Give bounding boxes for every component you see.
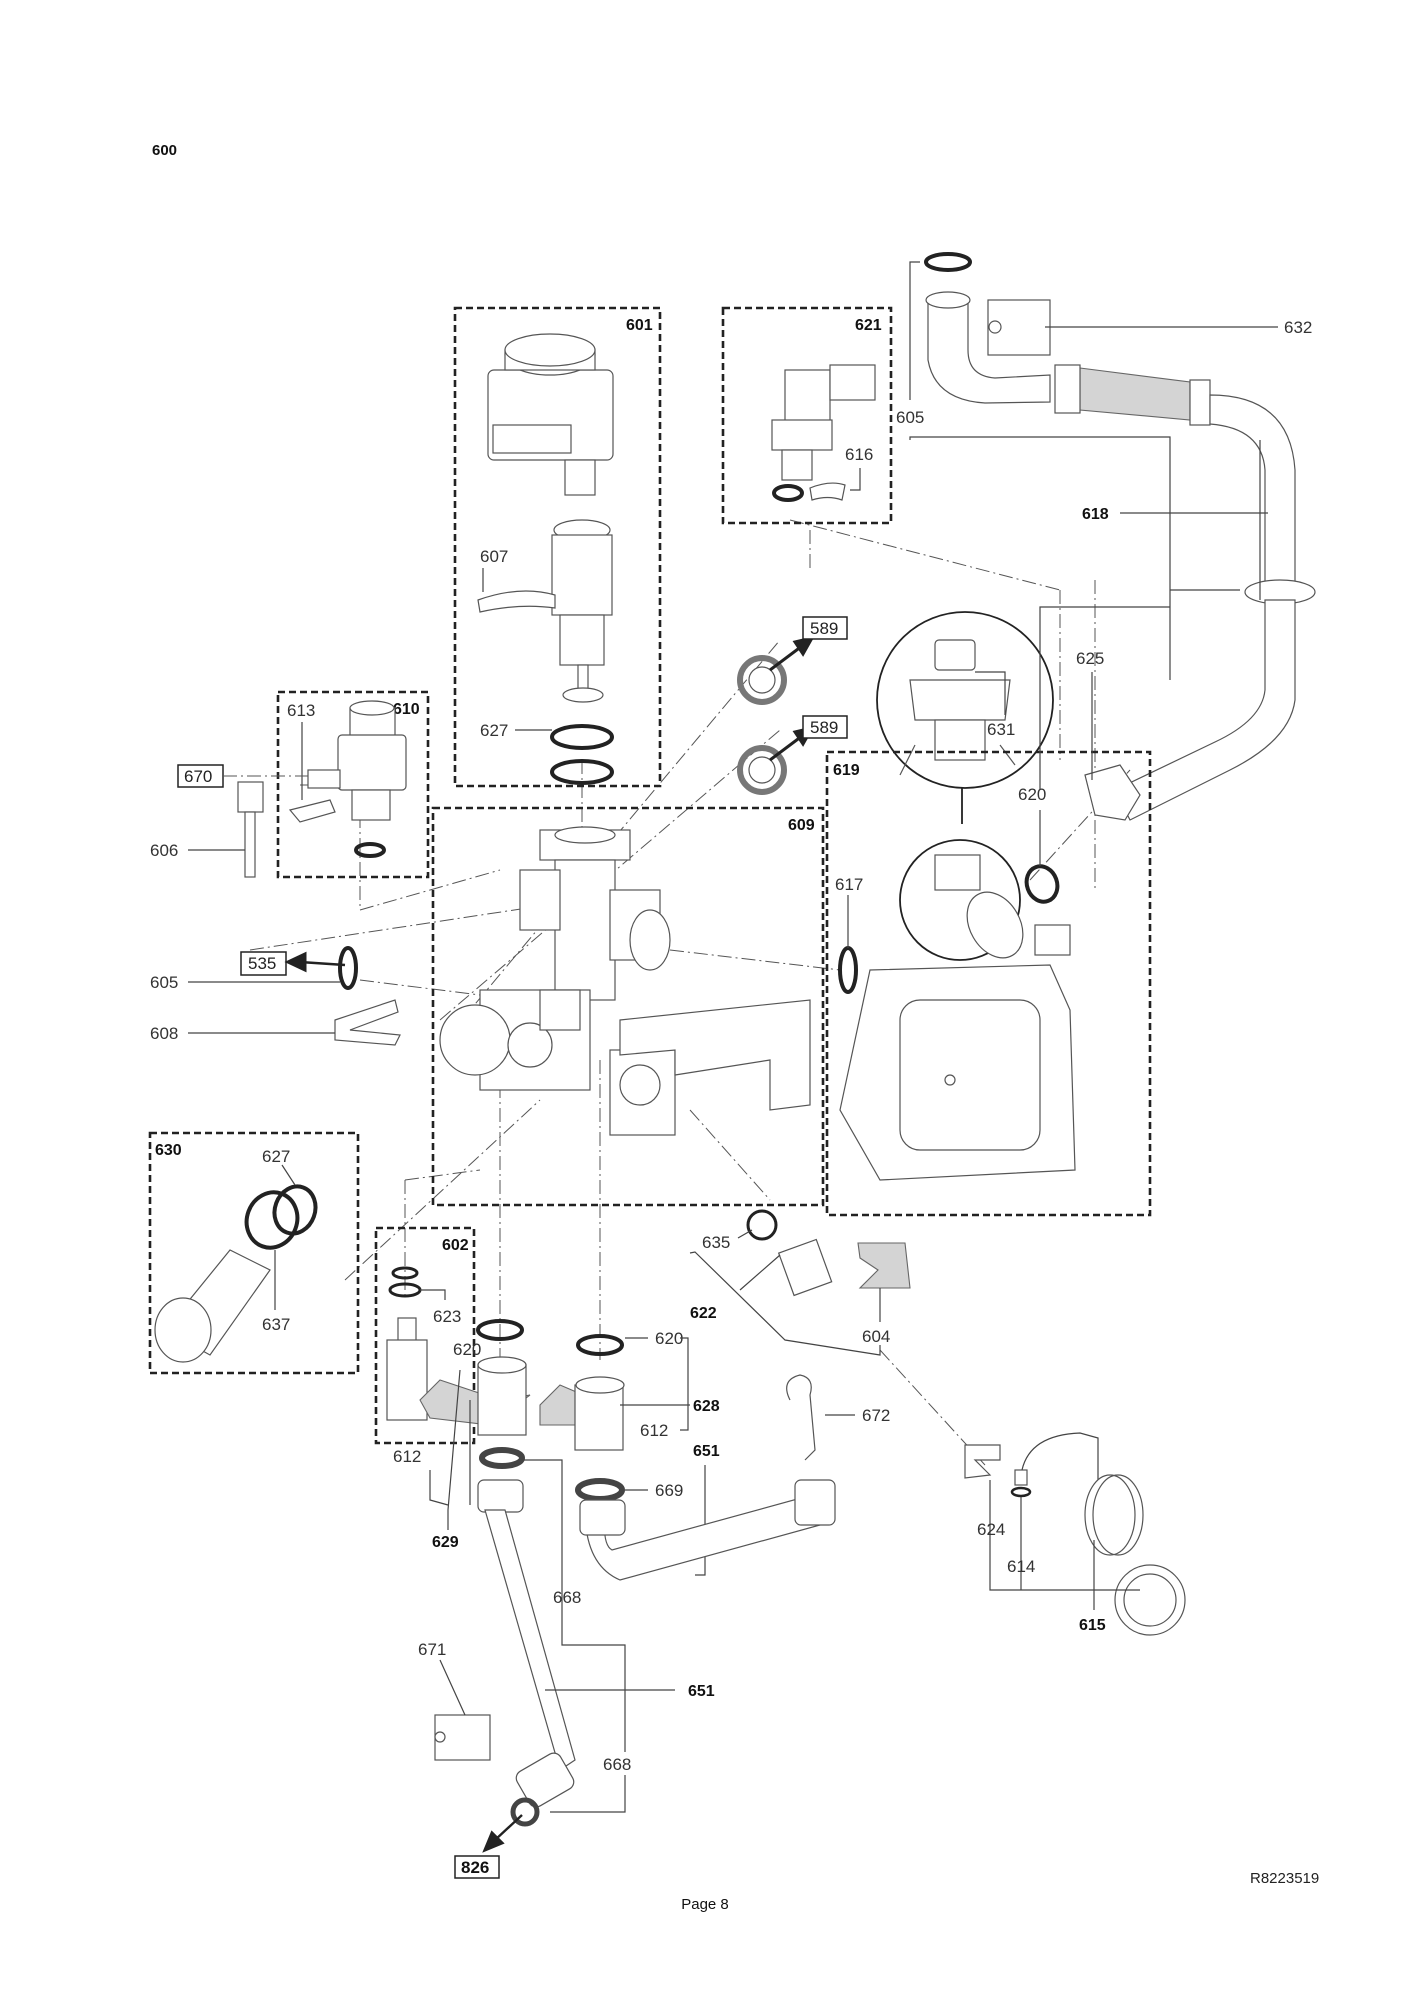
callout-618: 618: [1082, 506, 1109, 523]
callout-617: 617: [835, 875, 863, 894]
reference-label-826: 826: [461, 1858, 489, 1877]
diverter-valve-motor: [487, 333, 614, 496]
reference-box-589-b: [802, 715, 848, 739]
group-label-630: 630: [155, 1142, 182, 1159]
sensor-606: 606: [150, 781, 264, 878]
pressure-sensor: [771, 364, 876, 481]
callout-606: 606: [150, 841, 178, 860]
callout-614: 614: [1007, 1557, 1035, 1576]
section-number: 600: [152, 142, 178, 159]
callout-620-right: 620: [655, 1329, 683, 1348]
callout-612-left: 612: [393, 1447, 421, 1466]
group-630: 630 627 637: [148, 1131, 360, 1375]
group-box-601: [453, 306, 662, 788]
callout-605-top: 605: [896, 408, 924, 427]
pipe-618-assembly: 632 605 618: [896, 252, 1316, 821]
callout-604: 604: [862, 1327, 890, 1346]
reference-670: 670: [177, 764, 308, 788]
callout-622: 622: [690, 1305, 717, 1322]
connector-622: 635 622: [689, 1209, 881, 1356]
callout-620-left: 620: [453, 1340, 481, 1359]
hydraulic-block: [439, 826, 811, 1136]
drawing-code: R8223519: [1250, 1870, 1320, 1887]
callout-625: 625: [1076, 649, 1104, 668]
pressure-gauge-615: 624 614 615: [964, 1432, 1186, 1636]
page-number: Page 8: [681, 1896, 729, 1913]
callout-624: 624: [977, 1520, 1005, 1539]
group-box-619: [825, 750, 1152, 1217]
reference-826: 826: [454, 1814, 523, 1879]
clip-604: 604: [857, 1242, 911, 1346]
callout-628: 628: [693, 1398, 720, 1415]
hose-651-left: 651 668 668: [477, 1459, 715, 1827]
callout-671: 671: [418, 1640, 446, 1659]
bracket-632: [987, 299, 1051, 356]
callout-672: 672: [862, 1406, 890, 1425]
diverter-cartridge: [477, 519, 613, 703]
pressure-relief-valve: [307, 700, 407, 821]
callout-608: 608: [150, 1024, 178, 1043]
reference-label-589-a: 589: [810, 619, 838, 638]
clip-608: [334, 999, 401, 1046]
callout-616: 616: [845, 445, 873, 464]
group-box-609: [431, 806, 825, 1207]
assembly-axis-lines: [249, 519, 1131, 1466]
callout-631: 631: [987, 720, 1015, 739]
group-610: 610 613: [276, 690, 430, 879]
callout-632: 632: [1284, 318, 1312, 337]
group-601: 601 607 627: [453, 306, 662, 788]
callout-605-left: 605: [150, 973, 178, 992]
group-label-621: 621: [855, 317, 882, 334]
fitting-629: 620 612 629: [393, 1319, 531, 1551]
callout-635: 635: [702, 1233, 730, 1252]
reference-label-670: 670: [184, 767, 212, 786]
group-619: 619 617 620 625: [825, 606, 1170, 1217]
bracket-671: 671: [418, 1640, 491, 1761]
callout-612-right: 612: [640, 1421, 668, 1440]
callout-651-low: 651: [688, 1683, 715, 1700]
group-label-619: 619: [833, 762, 860, 779]
callout-637: 637: [262, 1315, 290, 1334]
group-label-609: 609: [788, 817, 815, 834]
reference-535: 535: [240, 946, 358, 990]
pump-detail-631: 631: [876, 611, 1054, 824]
callout-668-mid: 668: [553, 1588, 581, 1607]
callout-627-b: 627: [262, 1147, 290, 1166]
group-602: 602 623: [374, 1226, 476, 1445]
reference-label-535: 535: [248, 954, 276, 973]
group-box-602: [374, 1226, 476, 1445]
group-box-621: [721, 306, 893, 525]
bracket-625: [1084, 764, 1141, 821]
group-609: 609: [431, 806, 825, 1207]
callout-607: 607: [480, 547, 508, 566]
callout-668-low: 668: [603, 1755, 631, 1774]
callout-629: 629: [432, 1534, 459, 1551]
hose-651-right: 672: [579, 1374, 890, 1581]
callout-651-mid: 651: [693, 1443, 720, 1460]
group-label-602: 602: [442, 1237, 469, 1254]
group-label-601: 601: [626, 317, 653, 334]
callout-613: 613: [287, 701, 315, 720]
callout-615: 615: [1079, 1617, 1106, 1634]
reference-box-589-a: [802, 616, 848, 640]
group-box-630: [148, 1131, 360, 1375]
group-621: 621 616: [721, 306, 893, 525]
fitting-628: 620 628 612 669 651: [539, 1329, 720, 1576]
reference-label-589-b: 589: [810, 718, 838, 737]
callout-627-a: 627: [480, 721, 508, 740]
group-label-610: 610: [393, 701, 420, 718]
callout-620-pump: 620: [1018, 785, 1046, 804]
reference-box-826: [454, 1855, 500, 1879]
reference-box-535: [240, 951, 287, 976]
reference-589-b: 589: [737, 715, 848, 795]
callout-623: 623: [433, 1307, 461, 1326]
group-box-610: [276, 690, 430, 879]
callout-669: 669: [655, 1481, 683, 1500]
reference-589-a: 589: [737, 616, 848, 705]
